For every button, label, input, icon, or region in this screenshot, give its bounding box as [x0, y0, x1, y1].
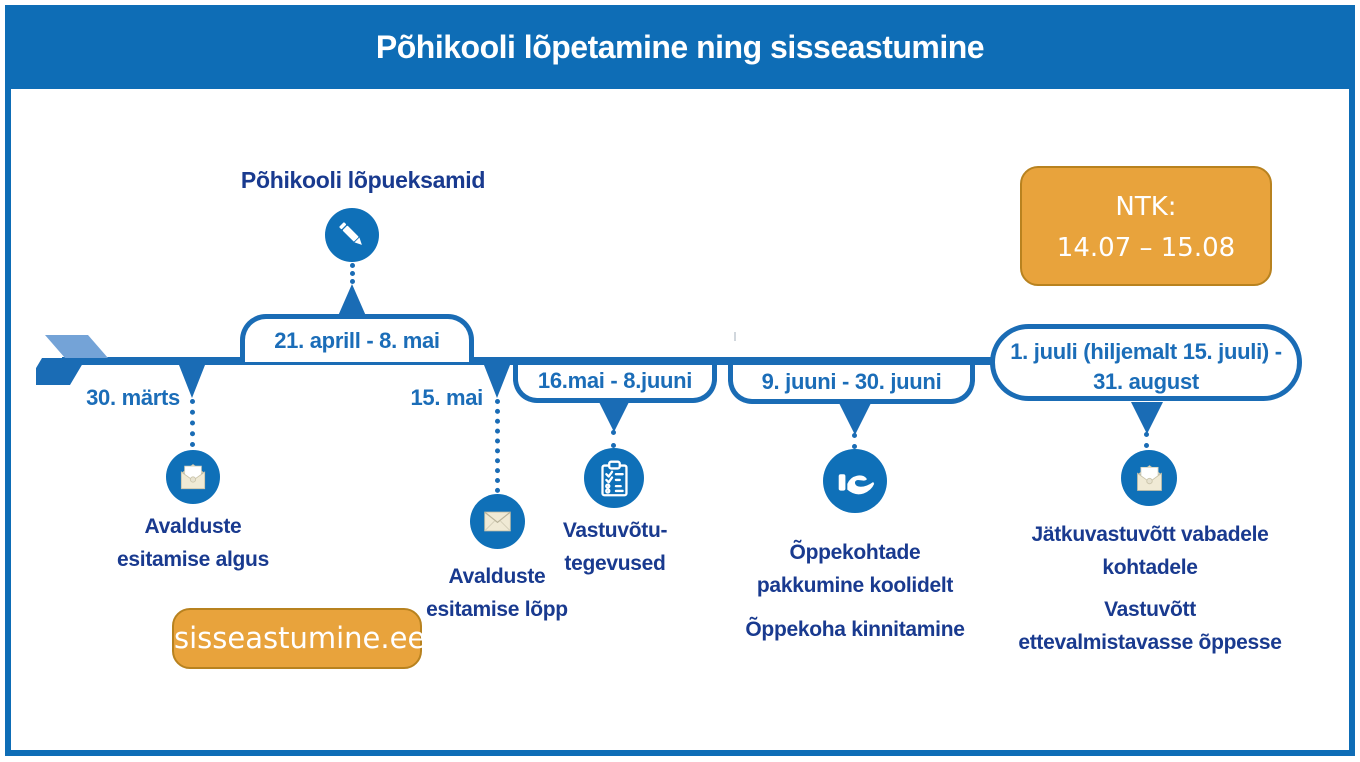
website-url[interactable]: sisseastumine.ee [174, 621, 426, 655]
offers-label: Õppekohtade pakkumine koolidelt [705, 536, 1005, 602]
timeline-arrow-tail-icon [36, 335, 108, 385]
apply-start-pointer [179, 365, 205, 398]
exams-dotted-connector [350, 263, 355, 284]
stray-mark [734, 332, 736, 341]
offers-pointer [839, 403, 871, 435]
admission-activities-date-range: 16.mai - 8.juuni [537, 368, 693, 393]
continued-admission-date-line2: 31. august [1093, 369, 1199, 394]
header-bar: Põhikooli lõpetamine ning sisseastumine [5, 5, 1355, 89]
continued-admission-label: Jätkuvastuvõtt vabadele kohtadele [1000, 518, 1300, 584]
continued-admission-label-line2: kohtadele [1102, 556, 1198, 579]
offers-confirmation-label: Õppekoha kinnitamine [705, 613, 1005, 646]
admission-activities-pointer [599, 402, 629, 432]
preparatory-admission-label-line1: Vastuvõtt [1104, 598, 1196, 621]
continued-admission-pointer [1131, 402, 1163, 434]
timeline-line [62, 357, 998, 365]
preparatory-admission-label-line2: ettevalmistavasse õppesse [1018, 631, 1282, 654]
pen-icon [325, 208, 379, 262]
admission-activities-date-bubble: 16.mai - 8.juuni [513, 365, 717, 403]
offers-confirmation-text: Õppekoha kinnitamine [745, 618, 965, 641]
offers-dotted-connector [852, 433, 857, 449]
apply-start-label-line2: esitamise algus [117, 548, 269, 571]
exams-date-bubble: 21. aprill - 8. mai [240, 314, 474, 362]
website-badge[interactable]: sisseastumine.ee [172, 608, 426, 669]
offers-date-bubble: 9. juuni - 30. juuni [728, 365, 975, 404]
offering-hand-icon [823, 449, 887, 513]
admission-activities-label: Vastuvõtu- tegevused [520, 514, 710, 580]
preparatory-admission-label: Vastuvõtt ettevalmistavasse õppesse [1000, 593, 1300, 659]
page-title: Põhikooli lõpetamine ning sisseastumine [375, 28, 985, 65]
open-envelope-icon [166, 450, 220, 504]
closed-envelope-icon [470, 494, 525, 549]
apply-start-label: Avalduste esitamise algus [78, 510, 308, 576]
ntk-badge-line2: 14.07 – 15.08 [1056, 233, 1236, 263]
admission-activities-label-line2: tegevused [564, 552, 666, 575]
ntk-badge-line1: NTK: [1115, 192, 1177, 222]
open-envelope-icon [1121, 450, 1177, 506]
admission-activities-label-line1: Vastuvõtu- [562, 519, 668, 542]
continued-admission-date-bubble: 1. juuli (hiljemalt 15. juuli) - 31. aug… [990, 324, 1302, 401]
offers-label-line1: Õppekohtade [789, 541, 921, 564]
exams-date-range: 21. aprill - 8. mai [274, 328, 440, 353]
apply-end-label: Avalduste esitamise lõpp [382, 560, 612, 626]
apply-end-date: 15. mai [410, 385, 483, 410]
admission-activities-dotted-connector [611, 430, 616, 448]
exams-title: Põhikooli lõpueksamid [240, 167, 486, 193]
continued-admission-dotted-connector [1144, 432, 1149, 448]
apply-start-label-line1: Avalduste [144, 515, 242, 538]
exams-pointer [338, 284, 366, 316]
apply-end-label-line1: Avalduste [448, 565, 546, 588]
apply-end-dotted-connector [495, 399, 500, 493]
continued-admission-label-line1: Jätkuvastuvõtt vabadele [1031, 523, 1269, 546]
checklist-clipboard-icon [584, 448, 644, 508]
continued-admission-date-line1: 1. juuli (hiljemalt 15. juuli) - [1010, 339, 1282, 364]
apply-start-date: 30. märts [86, 385, 180, 410]
apply-start-dotted-connector [190, 399, 195, 447]
apply-end-label-line2: esitamise lõpp [426, 598, 568, 621]
ntk-badge: NTK: 14.07 – 15.08 [1020, 166, 1272, 286]
offers-label-line2: pakkumine koolidelt [756, 574, 954, 597]
apply-end-pointer [484, 365, 510, 398]
offers-date-range: 9. juuni - 30. juuni [761, 369, 942, 394]
